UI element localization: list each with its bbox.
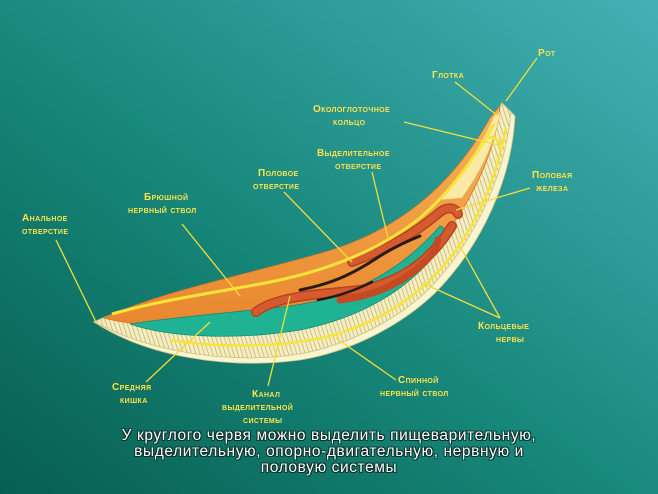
caption-line-2: выделительную, опорно-двигательную, нерв…	[134, 443, 524, 460]
gonad-loop	[336, 236, 442, 304]
label-glotka: Глотка	[432, 70, 464, 81]
leader-rot	[505, 57, 538, 102]
leader-spinnoy	[335, 337, 397, 381]
nerve-ring	[487, 136, 502, 147]
leader-glotka	[454, 81, 499, 117]
leader-vydelitelnoe	[371, 171, 389, 239]
label-polovaya-2: железа	[535, 183, 568, 194]
label-polovoe-2: отверстие	[253, 181, 299, 192]
gonad-tube-2-fill	[348, 204, 462, 266]
label-kanal-3: системы	[243, 415, 282, 426]
leader-okologlotochnoe	[403, 121, 499, 146]
leader-kanal	[267, 295, 291, 387]
ventral-rim	[93, 111, 516, 364]
label-polovoe-1: Половое	[258, 168, 299, 179]
nerves	[111, 123, 508, 347]
label-analnoe-1: Анальное	[22, 213, 68, 224]
label-vydelitelnoe-1: Выделительное	[317, 148, 390, 159]
dorsal-nerve-cord	[169, 127, 508, 347]
label-bryushnoy-2: нервный ствол	[128, 205, 197, 216]
leader-bryushnoy	[181, 223, 241, 297]
excretory-duct-2	[316, 280, 374, 302]
leader-koltsevye-1	[459, 245, 501, 319]
caption: У круглого червя можно выделить пищевари…	[0, 428, 658, 476]
leader-lines	[55, 57, 538, 387]
caption-line-1: У круглого червя можно выделить пищевари…	[121, 427, 537, 444]
label-vydelitelnoe-2: отверстие	[335, 161, 381, 172]
label-analnoe-2: отверстие	[22, 226, 68, 237]
label-spinnoy-2: нервный ствол	[380, 388, 449, 399]
leader-analnoe	[55, 239, 97, 323]
label-kanal-1: Канал	[252, 389, 280, 400]
label-spinnoy-1: Спинной	[398, 375, 439, 386]
gonads	[251, 203, 463, 317]
caption-line-3: половую системы	[260, 459, 398, 476]
label-okologlotochnoe-2: кольцо	[333, 117, 366, 128]
leader-koltsevye-2	[419, 281, 501, 319]
leader-polovaya-zheleza	[455, 187, 531, 211]
leader-polovoe	[283, 191, 353, 263]
label-polovaya-1: Половая	[532, 170, 572, 181]
label-bryushnoy-1: Брюшной	[144, 192, 188, 203]
labels: Рот Глотка Окологлоточное кольцо Выделит…	[22, 48, 572, 426]
label-srednyaya-2: кишка	[120, 395, 148, 406]
label-rot: Рот	[538, 48, 556, 59]
label-kanal-2: выделительной	[222, 402, 293, 413]
excretory-duct	[298, 234, 422, 292]
label-koltsevye-1: Кольцевые	[478, 321, 529, 332]
label-okologlotochnoe-1: Окологлоточное	[313, 104, 390, 115]
leader-srednyaya	[145, 321, 211, 383]
label-koltsevye-2: нервы	[496, 334, 524, 345]
label-srednyaya-1: Средняя	[112, 382, 151, 393]
ventral-nerve-cord	[111, 123, 496, 316]
